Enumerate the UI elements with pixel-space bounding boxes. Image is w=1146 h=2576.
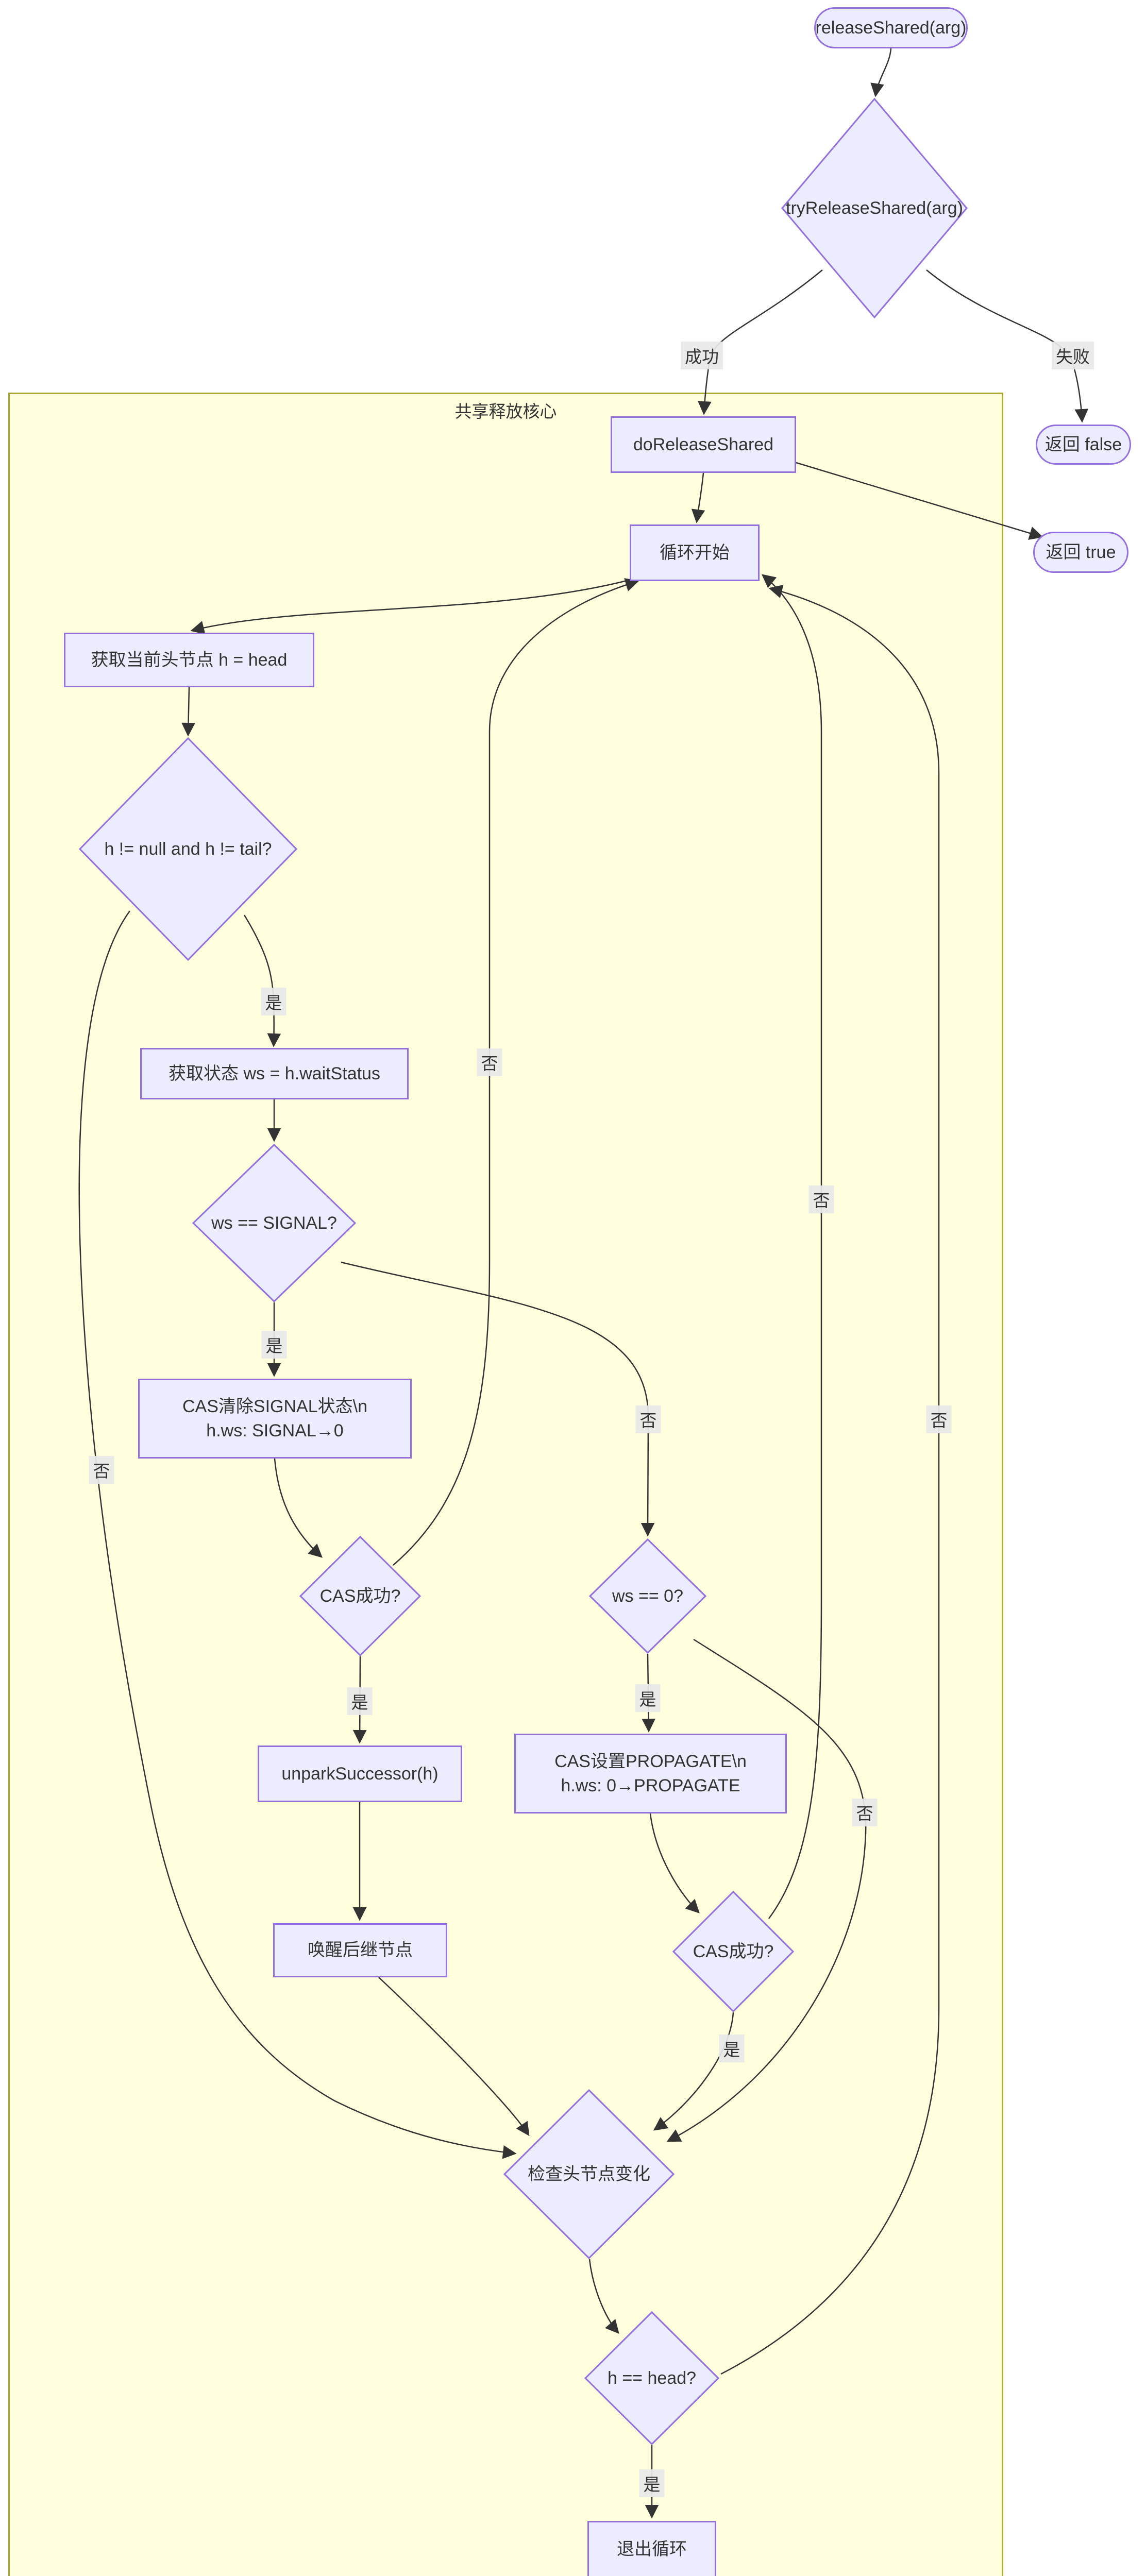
node-try-release-shared: tryReleaseShared(arg) <box>781 98 968 318</box>
node-return-true: 返回 true <box>1033 532 1128 573</box>
edge-label-hnotnull-no: 否 <box>89 1456 114 1484</box>
edge-loop-to-gethead <box>190 578 633 635</box>
edge-label-try-success: 成功 <box>681 342 723 369</box>
diamond-shape-ws-eq-zero <box>589 1538 706 1654</box>
edge-label-cas2-no: 否 <box>808 1185 834 1213</box>
edge-label-cas1-no: 否 <box>477 1048 502 1076</box>
node-check-head-change: 检查头节点变化 <box>503 2089 675 2259</box>
diamond-shape-cas-success-2 <box>672 1891 794 2012</box>
node-h-eq-head: h == head? <box>584 2311 719 2445</box>
node-release-shared: releaseShared(arg) <box>814 7 968 48</box>
node-label-h-eq-head: h == head? <box>607 2368 697 2388</box>
edge-casclear-to-cas1 <box>274 1458 323 1558</box>
edge-release-to-try <box>870 48 892 97</box>
edge-wszero-no <box>666 1638 867 2142</box>
node-loop-start: 循环开始 <box>630 524 760 581</box>
diamond-shape-cas-success-1 <box>299 1536 421 1656</box>
edge-wake-to-checkhead <box>378 1977 530 2137</box>
node-label-do-release-shared: doReleaseShared <box>633 434 774 454</box>
edge-heqhead-no <box>720 585 940 2375</box>
node-ws-eq-zero: ws == 0? <box>589 1538 706 1654</box>
edge-label-heqhead-yes: 是 <box>639 2469 665 2497</box>
node-label-ws-eq-signal: ws == SIGNAL? <box>211 1213 337 1233</box>
node-label-ws-eq-zero: ws == 0? <box>612 1586 683 1606</box>
edge-label-cas2-yes: 是 <box>719 2035 745 2062</box>
diamond-shape-h-eq-head <box>584 2311 719 2445</box>
edge-label-hnotnull-yes: 是 <box>261 988 286 1015</box>
node-do-release-shared: doReleaseShared <box>611 416 796 473</box>
node-label-cas-success-1: CAS成功? <box>319 1586 401 1606</box>
node-wake-successor: 唤醒后继节点 <box>273 1923 447 1977</box>
node-label-h-not-null-tail: h != null and h != tail? <box>104 839 272 859</box>
node-label-try-release-shared: tryReleaseShared(arg) <box>786 198 963 218</box>
node-get-head: 获取当前头节点 h = head <box>64 633 314 687</box>
node-label-return-false: 返回 false <box>1044 434 1122 454</box>
edge-cas2-yes <box>653 2012 734 2131</box>
edge-dorelease-to-true <box>796 462 1043 540</box>
edge-wssignal-no <box>341 1261 655 1537</box>
edge-checkhead-to-heqhead <box>588 2259 619 2334</box>
node-exit-loop: 退出循环 <box>587 2521 716 2576</box>
edge-label-wssignal-yes: 是 <box>261 1331 287 1359</box>
node-label-wake-successor: 唤醒后继节点 <box>308 1940 413 1960</box>
node-label-release-shared: releaseShared(arg) <box>815 18 967 38</box>
node-unpark-successor: unparkSuccessor(h) <box>258 1745 462 1802</box>
diamond-shape-check-head-change <box>503 2089 675 2259</box>
edge-dorelease-to-loop <box>691 472 705 523</box>
node-label-loop-start: 循环开始 <box>660 543 730 563</box>
cluster-title: 共享释放核心 <box>454 402 557 421</box>
node-label-get-waitstatus: 获取状态 ws = h.waitStatus <box>168 1063 380 1083</box>
diamond-shape-h-not-null-tail <box>79 737 297 961</box>
node-h-not-null-tail: h != null and h != tail? <box>79 737 297 961</box>
node-label-get-head: 获取当前头节点 h = head <box>91 650 288 670</box>
diamond-shape-ws-eq-signal <box>192 1144 356 1302</box>
diamond-shape-try-release-shared <box>781 98 968 318</box>
node-label-return-true: 返回 true <box>1046 542 1116 562</box>
node-get-waitstatus: 获取状态 ws = h.waitStatus <box>140 1048 409 1099</box>
node-cas-success-2: CAS成功? <box>672 1891 794 2012</box>
node-cas-success-1: CAS成功? <box>299 1536 421 1656</box>
node-label-exit-loop: 退出循环 <box>617 2539 687 2559</box>
node-ws-eq-signal: ws == SIGNAL? <box>192 1144 356 1302</box>
node-return-false: 返回 false <box>1036 425 1131 465</box>
node-label-unpark-successor: unparkSuccessor(h) <box>281 1764 439 1784</box>
edge-casset-to-cas2 <box>649 1813 700 1913</box>
edge-cas1-no <box>393 578 639 1566</box>
edge-hnotnull-no <box>78 910 517 2159</box>
edge-label-cas1-yes: 是 <box>347 1687 373 1715</box>
edge-label-heqhead-no: 否 <box>926 1405 952 1433</box>
edge-label-try-fail: 失败 <box>1052 342 1094 369</box>
edge-label-wssignal-no: 否 <box>635 1405 661 1433</box>
edge-gethead-to-check <box>181 687 195 737</box>
node-label-cas-success-2: CAS成功? <box>693 1941 774 1961</box>
node-label-check-head-change: 检查头节点变化 <box>528 2164 650 2184</box>
edge-label-wszero-yes: 是 <box>635 1684 661 1712</box>
edge-cas2-no <box>761 574 822 1919</box>
edge-label-wszero-no: 否 <box>852 1799 878 1826</box>
